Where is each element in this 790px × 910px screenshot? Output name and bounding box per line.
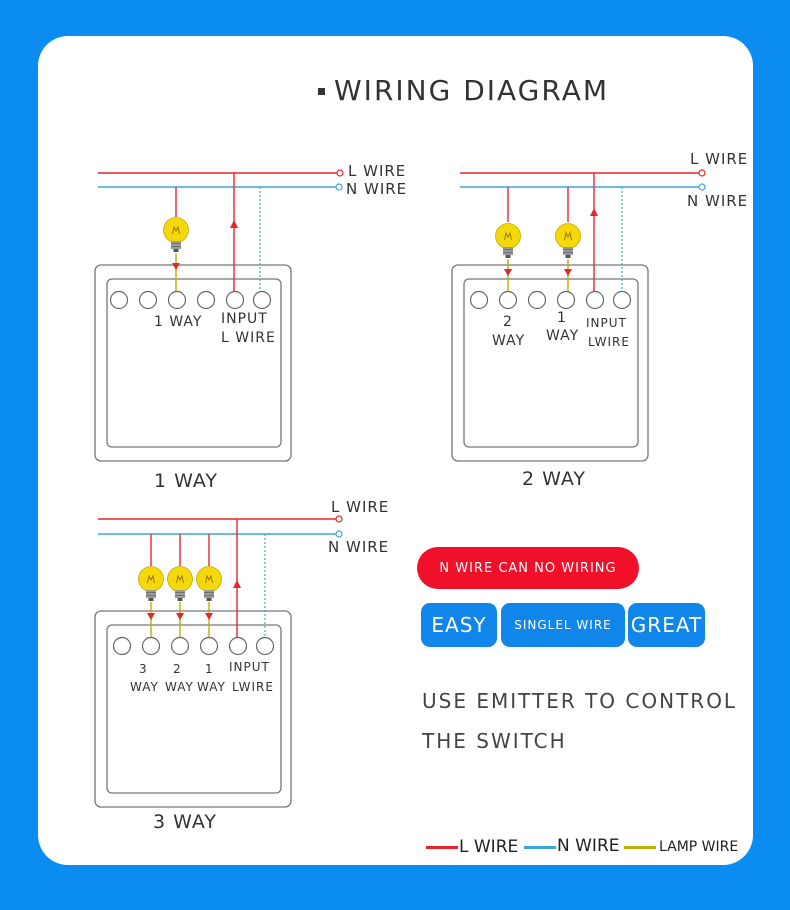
bulb-icon bbox=[138, 566, 164, 602]
l-wire-terminal bbox=[336, 169, 344, 177]
arrow-up-icon bbox=[230, 220, 238, 228]
legend-lamp-wire-swatch bbox=[624, 846, 656, 849]
diagram-2-way bbox=[451, 169, 706, 462]
n-wire-label: N WIRE bbox=[346, 180, 408, 198]
terminal-label-input: INPUT bbox=[229, 660, 270, 674]
arrow-up-icon bbox=[233, 580, 241, 588]
terminal-row bbox=[112, 636, 275, 656]
terminal-label-lwire: L WIRE bbox=[221, 330, 276, 346]
bulb-icon bbox=[196, 566, 222, 602]
diagram-caption: 3 WAY bbox=[153, 811, 218, 833]
legend-n-wire-label: N WIRE bbox=[557, 836, 620, 856]
arrow-down-icon bbox=[504, 269, 512, 276]
bulb-icon bbox=[495, 223, 521, 259]
arrow-down-icon bbox=[205, 613, 213, 620]
terminal-row bbox=[469, 290, 632, 310]
emitter-note-line-1: USE EMITTER TO CONTROL bbox=[422, 689, 738, 713]
l-wire-label: L WIRE bbox=[348, 162, 407, 180]
diagram-3-way bbox=[94, 515, 343, 808]
n-wire-terminal bbox=[335, 183, 343, 191]
legend-l-wire-swatch bbox=[426, 846, 458, 849]
emitter-note-line-2: THE SWITCH bbox=[422, 729, 567, 753]
page-title: WIRING DIAGRAM bbox=[334, 74, 610, 107]
terminal-label-lwire: LWIRE bbox=[232, 680, 274, 694]
bulb-icon bbox=[163, 217, 189, 253]
diagram-caption: 2 WAY bbox=[522, 468, 587, 490]
terminal-label-way: WAY bbox=[546, 328, 580, 344]
terminal-label-way: WAY bbox=[492, 333, 526, 349]
terminal-label-1-way: 1 WAY bbox=[154, 314, 203, 330]
single-wire-badge: SINGLEL WIRE bbox=[501, 603, 625, 647]
terminal-label-2: 2 bbox=[173, 662, 182, 676]
terminal-label-lwire: LWIRE bbox=[588, 335, 630, 349]
switch-module-inner bbox=[106, 278, 282, 448]
terminal-label-3: 3 bbox=[139, 662, 148, 676]
arrow-down-icon bbox=[176, 613, 184, 620]
great-badge: GREAT bbox=[628, 603, 705, 647]
title-bullet bbox=[318, 88, 325, 95]
bulb-icon bbox=[167, 566, 193, 602]
n-wire-label: N WIRE bbox=[328, 538, 390, 556]
terminal-row bbox=[109, 290, 272, 310]
terminal-label-input: INPUT bbox=[586, 316, 627, 330]
terminal-label-2: 2 bbox=[503, 314, 513, 330]
switch-module-inner bbox=[106, 624, 282, 794]
legend-lamp-wire-label: LAMP WIRE bbox=[659, 839, 739, 855]
switch-module-inner bbox=[463, 278, 639, 448]
l-wire-label: L WIRE bbox=[331, 498, 390, 516]
arrow-down-icon bbox=[172, 263, 180, 270]
terminal-label-way: WAY bbox=[197, 680, 226, 694]
n-wire-terminal bbox=[335, 530, 343, 538]
legend-n-wire-swatch bbox=[524, 846, 556, 849]
terminal-label-way: WAY bbox=[130, 680, 159, 694]
arrow-down-icon bbox=[147, 613, 155, 620]
terminal-label-input: INPUT bbox=[221, 311, 268, 327]
terminal-label-1: 1 bbox=[557, 310, 567, 326]
easy-badge: EASY bbox=[421, 603, 497, 647]
l-wire-terminal bbox=[698, 169, 706, 177]
arrow-down-icon bbox=[564, 269, 572, 276]
diagram-caption: 1 WAY bbox=[154, 470, 219, 492]
l-wire-terminal bbox=[335, 515, 343, 523]
diagram-1-way bbox=[94, 169, 344, 462]
n-wire-terminal bbox=[698, 183, 706, 191]
n-wire-label: N WIRE bbox=[687, 192, 749, 210]
terminal-label-way: WAY bbox=[165, 680, 194, 694]
bulb-icon bbox=[555, 223, 581, 259]
legend-l-wire-label: L WIRE bbox=[459, 837, 519, 857]
n-wire-note-badge: N WIRE CAN NO WIRING bbox=[417, 547, 639, 589]
terminal-label-1: 1 bbox=[205, 662, 214, 676]
l-wire-label: L WIRE bbox=[690, 150, 749, 168]
arrow-up-icon bbox=[590, 208, 598, 216]
